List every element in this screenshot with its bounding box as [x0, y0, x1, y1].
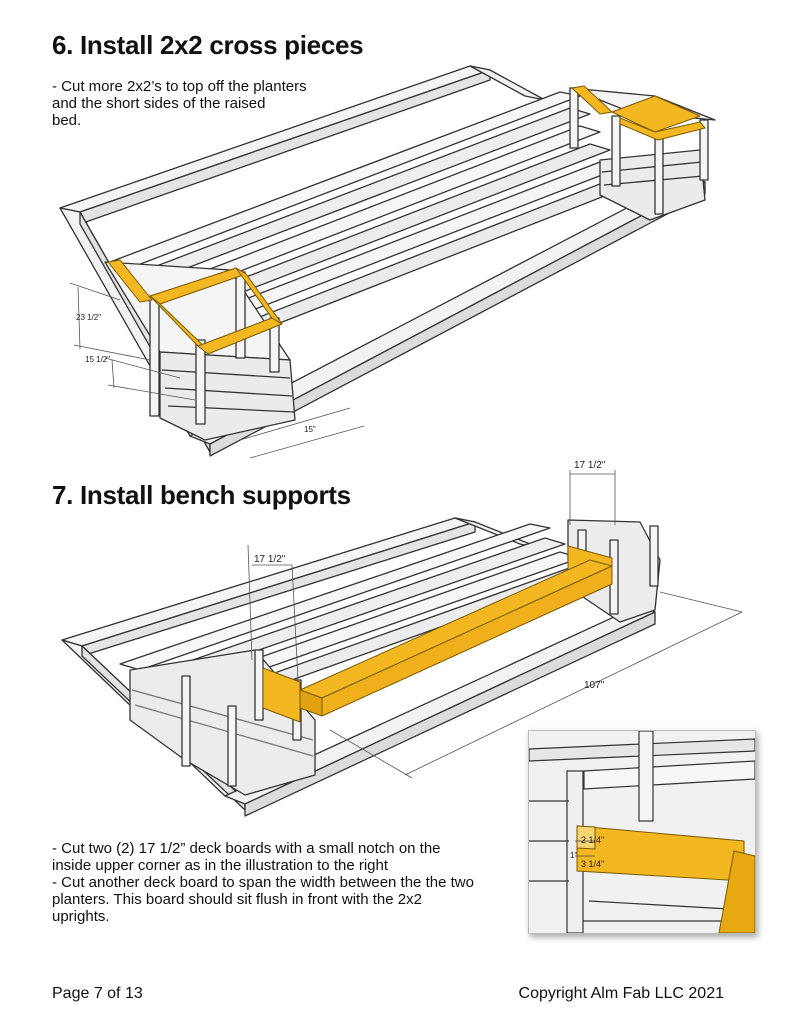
step6-line-1: - Cut more 2x2’s to top off the planters — [52, 78, 307, 95]
step7-line-1: - Cut two (2) 17 1/2” deck boards with a… — [52, 840, 441, 857]
step7-line-4: planters. This board should sit flush in… — [52, 891, 422, 908]
left-planter-front — [159, 351, 296, 441]
step7-title: 7. Install bench supports — [52, 480, 351, 510]
inset-dim-2-1-4: 2 1/4" — [581, 835, 604, 845]
inset-dim-3-1-4: 3 1/4" — [581, 859, 604, 869]
step7-instructions: - Cut two (2) 17 1/2” deck boards with a… — [52, 840, 522, 925]
notch-detail-drawing: 2 1/4" 1" 3 1/4" — [529, 731, 755, 933]
cross-piece-left-planter-right — [235, 267, 283, 325]
step6-instructions: - Cut more 2x2’s to top off the planters… — [52, 78, 307, 129]
right-planter-front — [599, 149, 706, 221]
copyright: Copyright Alm Fab LLC 2021 — [518, 985, 724, 1002]
dim-15: 15" — [304, 425, 316, 434]
inset-span-board — [718, 850, 755, 933]
inset-dim-1: 1" — [570, 851, 577, 860]
step6-line-3: bed. — [52, 112, 82, 129]
cross-piece-right-planter-front — [619, 117, 706, 141]
step7-line-3: - Cut another deck board to span the wid… — [52, 874, 474, 891]
step6-line-2: and the short sides of the raised — [52, 95, 266, 112]
notch-detail-inset: 2 1/4" 1" 3 1/4" — [528, 730, 756, 934]
dim-left-17-1-2: 17 1/2" — [254, 554, 286, 565]
deck-board-1 — [119, 523, 551, 671]
dim-15-1-2: 15 1/2" — [85, 355, 110, 364]
step7-line-2: inside upper corner as in the illustrati… — [52, 857, 389, 874]
bench-support-left — [262, 667, 301, 723]
dim-107: 107" — [584, 680, 605, 691]
page-number: Page 7 of 13 — [52, 985, 143, 1002]
step7-line-5: uprights. — [52, 908, 110, 925]
dim-right-17-1-2: 17 1/2" — [574, 460, 606, 471]
step6-title: 6. Install 2x2 cross pieces — [52, 30, 364, 60]
dim-23-1-2: 23 1/2" — [76, 313, 101, 322]
cross-piece-right-planter-back — [611, 95, 701, 133]
cross-piece-left-short-side — [107, 259, 153, 303]
